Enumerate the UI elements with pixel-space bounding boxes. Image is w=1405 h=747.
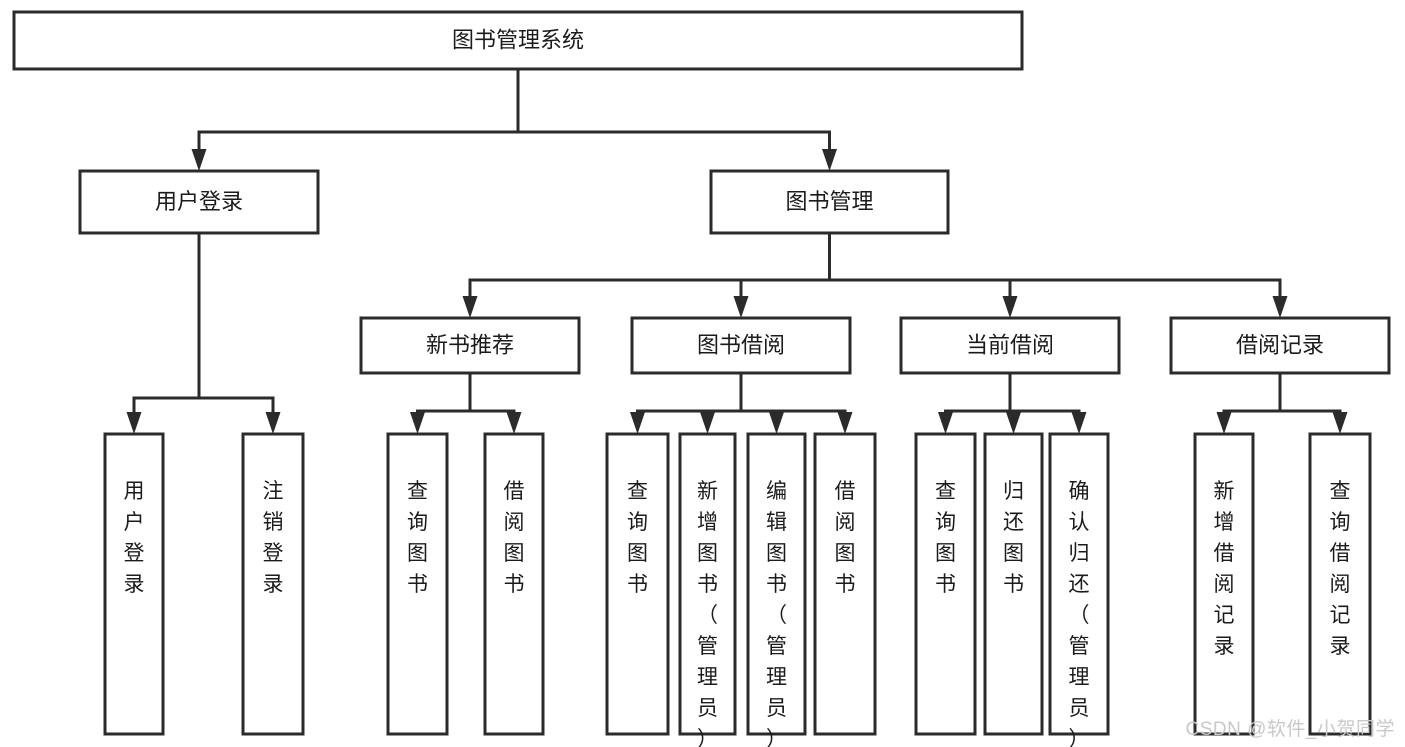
node-book-borrow[interactable]: 图书借阅: [630, 316, 852, 375]
arrow-head-icon: [1272, 296, 1288, 318]
node-label: 借阅记录: [1236, 332, 1324, 357]
node-label: 图书管理: [785, 189, 873, 214]
node-leaf-borrow-book-1[interactable]: 借阅图书: [483, 432, 545, 736]
arrow-head-icon: [1216, 412, 1232, 434]
node-box[interactable]: [709, 169, 950, 235]
node-new-book-rec[interactable]: 新书推荐: [359, 316, 581, 375]
node-label: 归还图书: [1003, 480, 1024, 596]
node-box[interactable]: [746, 432, 807, 736]
node-root[interactable]: 图书管理系统: [12, 10, 1024, 71]
node-leaf-user-login[interactable]: 用户登录: [103, 432, 165, 736]
node-leaf-query-book-2[interactable]: 查询图书: [605, 432, 670, 736]
node-label: 查询借阅记录: [1330, 480, 1351, 658]
node-borrow-record[interactable]: 借阅记录: [1169, 316, 1391, 375]
node-box[interactable]: [605, 432, 670, 736]
watermark-label: CSDN @软件_小贺同学: [1185, 719, 1395, 740]
arrow-head-icon: [1006, 412, 1021, 434]
arrow-head-icon: [700, 412, 715, 434]
arrow-head-icon: [410, 412, 425, 434]
node-label: 图书管理系统: [452, 27, 584, 52]
arrow-head-icon: [822, 149, 837, 171]
node-leaf-query-book-3[interactable]: 查询图书: [914, 432, 977, 736]
node-label: 借阅图书: [504, 480, 525, 596]
node-label: 用户登录: [124, 480, 145, 596]
connector-layer: [126, 67, 1348, 434]
node-label: 图书借阅: [697, 332, 785, 357]
node-box[interactable]: [1308, 432, 1372, 736]
arrow-head-icon: [733, 296, 749, 318]
node-user-login[interactable]: 用户登录: [78, 169, 320, 235]
node-label: 确认归还（管理员）: [1069, 480, 1090, 747]
node-leaf-add-record[interactable]: 新增借阅记录: [1193, 432, 1255, 736]
node-box[interactable]: [914, 432, 977, 736]
node-box[interactable]: [12, 10, 1024, 71]
node-label: 借阅图书: [835, 480, 856, 596]
node-box[interactable]: [813, 432, 877, 736]
node-leaf-query-record[interactable]: 查询借阅记录: [1308, 432, 1372, 736]
node-box[interactable]: [630, 316, 852, 375]
arrow-head-icon: [126, 412, 142, 434]
arrow-head-icon: [837, 412, 853, 434]
node-leaf-user-logout[interactable]: 注销登录: [241, 432, 305, 736]
node-leaf-edit-book[interactable]: 编辑图书（管理员）: [746, 432, 807, 747]
node-label: 新增图书（管理员）: [697, 480, 718, 747]
arrow-head-icon: [938, 412, 953, 434]
node-label: 新增借阅记录: [1214, 480, 1235, 658]
node-label: 编辑图书（管理员）: [766, 480, 787, 747]
node-box[interactable]: [1169, 316, 1391, 375]
arrow-head-icon: [1002, 296, 1018, 318]
node-leaf-confirm-return[interactable]: 确认归还（管理员）: [1048, 432, 1110, 747]
arrow-head-icon: [1071, 412, 1087, 434]
node-label: 新书推荐: [426, 332, 514, 357]
node-box[interactable]: [678, 432, 737, 736]
node-box[interactable]: [241, 432, 305, 736]
node-box[interactable]: [899, 316, 1121, 375]
node-leaf-borrow-book-2[interactable]: 借阅图书: [813, 432, 877, 736]
node-box[interactable]: [1193, 432, 1255, 736]
node-box[interactable]: [359, 316, 581, 375]
arrow-head-icon: [506, 412, 522, 434]
node-label: 查询图书: [407, 480, 428, 596]
arrow-head-icon: [1332, 412, 1348, 434]
node-box[interactable]: [983, 432, 1044, 736]
node-label: 用户登录: [155, 189, 243, 214]
arrow-head-icon: [462, 296, 478, 318]
node-box[interactable]: [386, 432, 449, 736]
node-label: 当前借阅: [966, 332, 1054, 357]
arrow-head-icon: [769, 412, 784, 434]
node-label: 查询图书: [627, 480, 648, 596]
node-leaf-add-book[interactable]: 新增图书（管理员）: [678, 432, 737, 747]
node-leaf-query-book-1[interactable]: 查询图书: [386, 432, 449, 736]
arrow-head-icon: [630, 412, 645, 434]
node-box[interactable]: [1048, 432, 1110, 736]
node-book-manage[interactable]: 图书管理: [709, 169, 950, 235]
arrow-head-icon: [265, 412, 281, 434]
node-leaf-return-book[interactable]: 归还图书: [983, 432, 1044, 736]
node-layer: 图书管理系统用户登录图书管理新书推荐图书借阅当前借阅借阅记录用户登录注销登录查询…: [12, 10, 1391, 747]
node-box[interactable]: [78, 169, 320, 235]
arrow-head-icon: [191, 149, 207, 171]
node-box[interactable]: [103, 432, 165, 736]
node-box[interactable]: [483, 432, 545, 736]
node-label: 注销登录: [263, 480, 284, 596]
node-current-borrow[interactable]: 当前借阅: [899, 316, 1121, 375]
node-label: 查询图书: [935, 480, 956, 596]
